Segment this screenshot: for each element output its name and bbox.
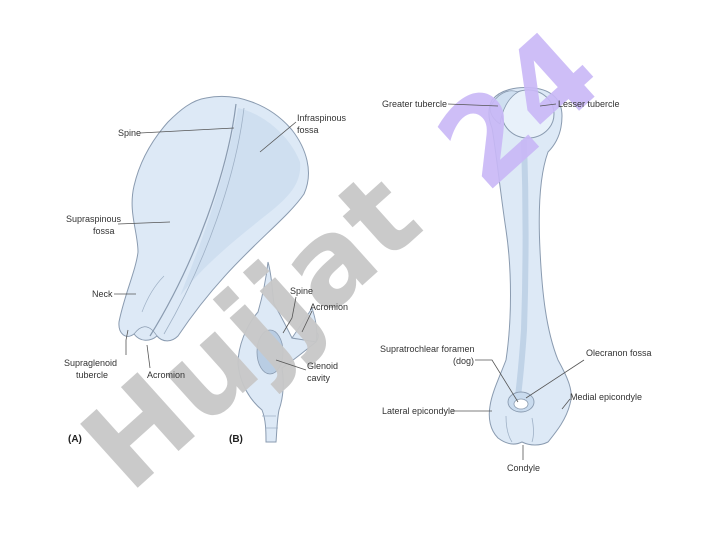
label-supraglenoid-tubercle-1: Supraglenoid — [64, 358, 117, 368]
label-spine-b: Spine — [290, 286, 313, 296]
watermark-violet-text: 24 — [412, 3, 626, 215]
label-olecranon-fossa: Olecranon fossa — [586, 348, 652, 358]
scapula-distal-view — [237, 261, 319, 443]
scapula-lateral-view — [118, 95, 309, 342]
label-lateral-epicondyle: Lateral epicondyle — [382, 406, 455, 416]
label-supraspinous-fossa-1: Supraspinous — [66, 214, 122, 224]
labels-humerus: Greater tubercle Lesser tubercle Supratr… — [380, 99, 652, 473]
label-supratrochlear-foramen-1: Supratrochlear foramen — [380, 344, 475, 354]
infraspinous-shade — [180, 108, 301, 296]
label-glenoid-cavity-1: Glenoid — [307, 361, 338, 371]
leader-lines — [114, 103, 585, 460]
labels-scapula-lateral: Spine Infraspinous fossa Supraspinous fo… — [64, 113, 347, 445]
labels-scapula-distal: Spine Acromion Glenoid cavity (B) — [229, 286, 348, 445]
label-spine: Spine — [118, 128, 141, 138]
supratrochlear-foramen-shape — [513, 398, 529, 410]
label-infraspinous-fossa-2: fossa — [297, 125, 319, 135]
label-medial-epicondyle: Medial epicondyle — [570, 392, 642, 402]
watermark-violet: 24 — [412, 3, 626, 215]
label-supraglenoid-tubercle-2: tubercle — [76, 370, 108, 380]
scapular-spine — [149, 103, 237, 337]
panel-label-a: (A) — [68, 434, 82, 445]
label-supraspinous-fossa-2: fossa — [93, 226, 115, 236]
label-acromion-b: Acromion — [310, 302, 348, 312]
label-greater-tubercle: Greater tubercle — [382, 99, 447, 109]
label-acromion: Acromion — [147, 370, 185, 380]
glenoid-cavity-shape — [256, 329, 284, 375]
label-glenoid-cavity-2: cavity — [307, 373, 331, 383]
label-supratrochlear-foramen-2: (dog) — [453, 356, 474, 366]
label-infraspinous-fossa-1: Infraspinous — [297, 113, 347, 123]
label-neck: Neck — [92, 289, 113, 299]
label-condyle: Condyle — [507, 463, 540, 473]
panel-label-b: (B) — [229, 434, 243, 445]
acromion-process — [291, 306, 318, 343]
humerus — [488, 87, 572, 446]
label-lesser-tubercle: Lesser tubercle — [558, 99, 620, 109]
greater-tubercle-shape — [489, 90, 519, 125]
humerus-outline — [488, 87, 572, 446]
